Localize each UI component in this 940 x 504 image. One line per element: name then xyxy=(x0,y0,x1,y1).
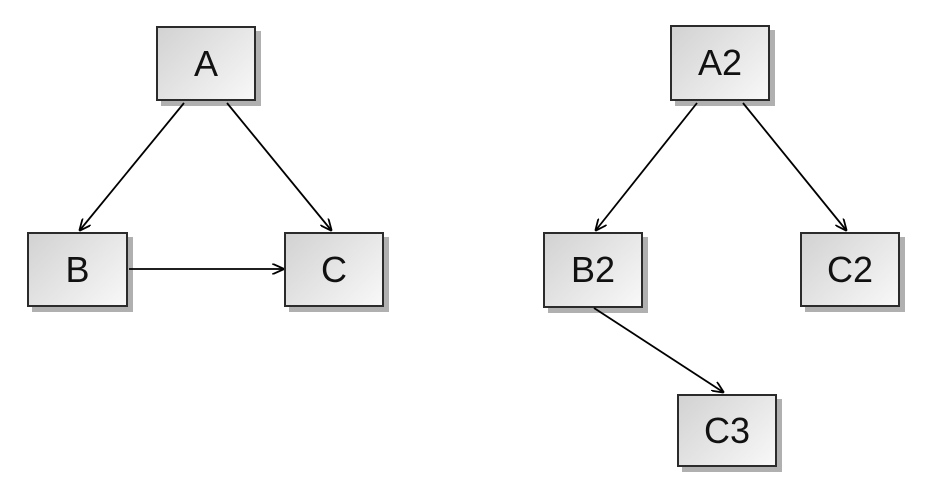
edge-A2-to-B2 xyxy=(596,102,698,230)
node-B: B xyxy=(27,232,128,307)
node-label: C3 xyxy=(703,409,751,451)
edge-B2-to-C3 xyxy=(593,307,723,392)
node-label: C xyxy=(321,248,347,290)
edge-A-to-B xyxy=(80,102,185,230)
node-B2: B2 xyxy=(543,232,643,308)
node-A2: A2 xyxy=(670,25,770,101)
edge-A2-to-C2 xyxy=(742,102,846,230)
node-A: A xyxy=(156,26,256,101)
node-C: C xyxy=(284,232,384,307)
node-label: B xyxy=(65,248,90,290)
node-label: C2 xyxy=(826,248,874,290)
node-C3: C3 xyxy=(677,394,777,467)
node-C2: C2 xyxy=(800,232,900,307)
node-label: A2 xyxy=(697,42,743,83)
node-label: B2 xyxy=(570,249,616,290)
node-label: A xyxy=(193,42,218,84)
edge-A-to-C xyxy=(226,102,331,230)
